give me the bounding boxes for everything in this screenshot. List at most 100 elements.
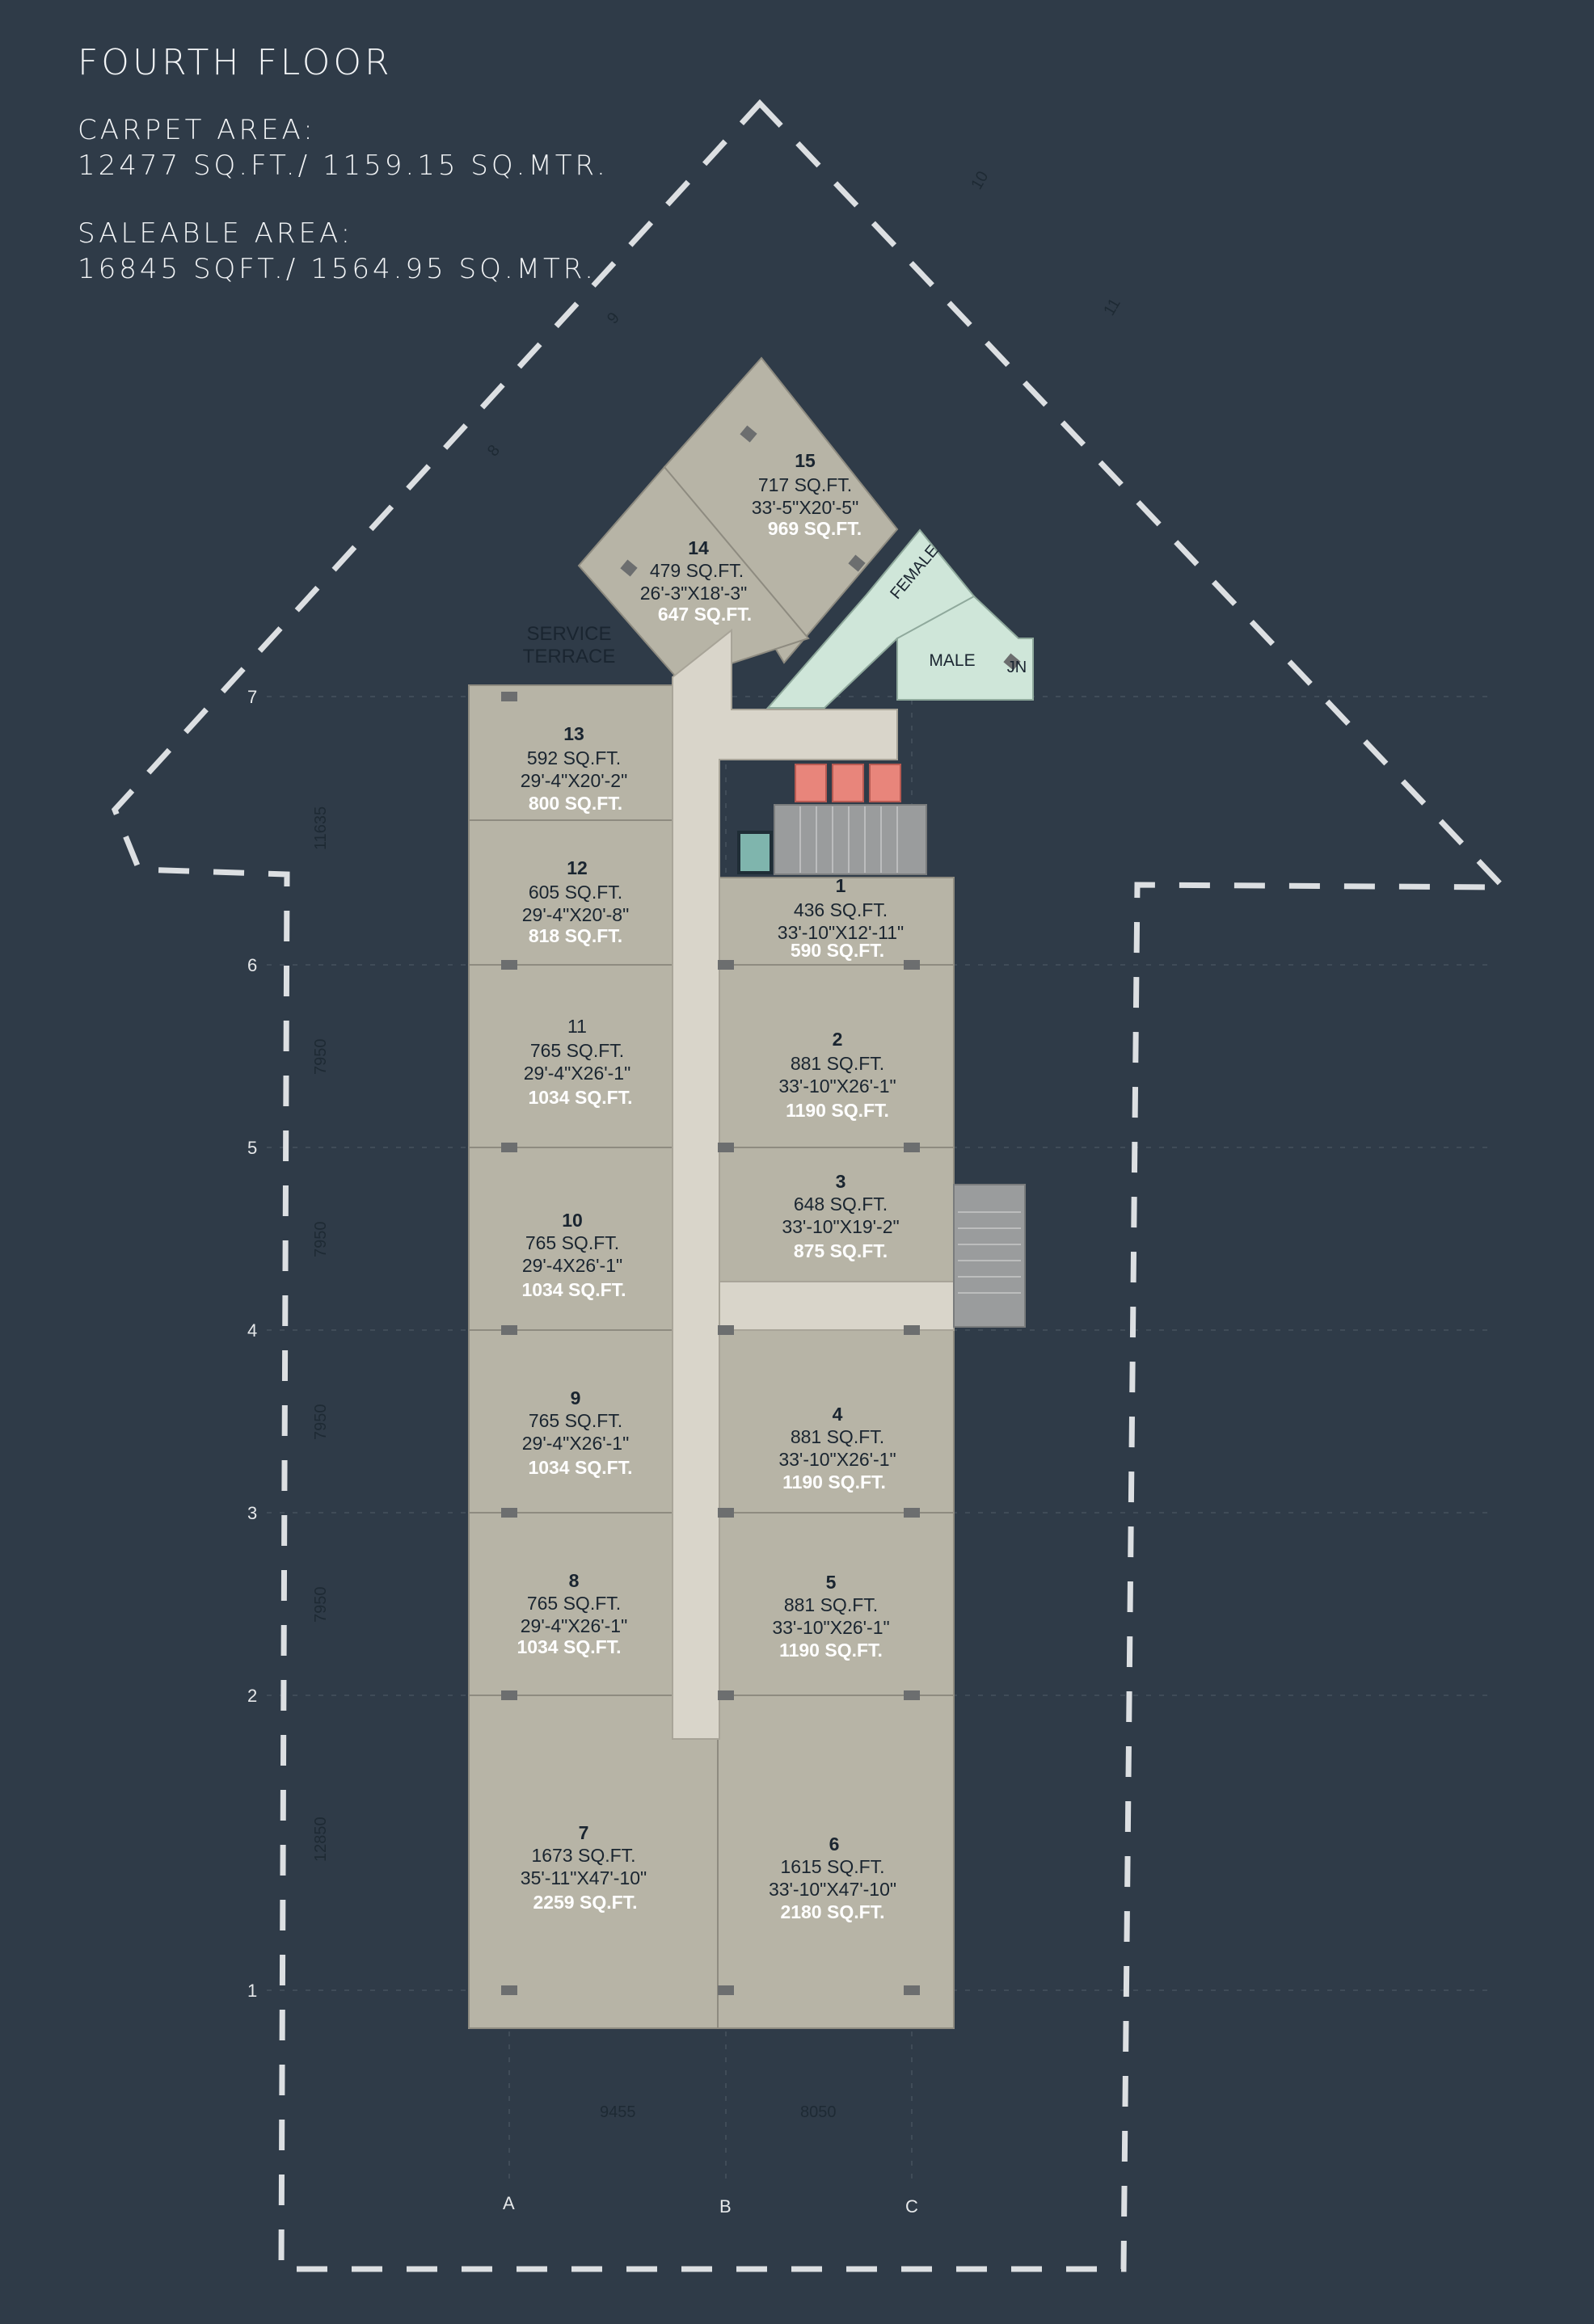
svg-text:29'-4"X26'-1": 29'-4"X26'-1" xyxy=(524,1063,631,1084)
unit-5-shape xyxy=(717,1512,955,1696)
misc-labels: SERVICE TERRACE MALE JN FEMALE xyxy=(523,541,1027,676)
svg-text:1615 SQ.FT.: 1615 SQ.FT. xyxy=(780,1856,884,1877)
grid-row-7: 7 xyxy=(247,687,257,707)
svg-text:33'-10"X19'-2": 33'-10"X19'-2" xyxy=(782,1216,899,1237)
col-dim-2: 8050 xyxy=(800,2103,837,2121)
grid-row-labels: 7 6 5 4 3 2 1 xyxy=(247,687,257,2001)
unit-11-shape xyxy=(468,964,673,1148)
svg-text:969 SQ.FT.: 969 SQ.FT. xyxy=(768,518,862,539)
svg-text:7: 7 xyxy=(579,1822,589,1843)
row-dim-5: 7950 xyxy=(312,1587,330,1623)
svg-text:26'-3"X18'-3": 26'-3"X18'-3" xyxy=(640,583,748,604)
diag-label-11: 11 xyxy=(1100,296,1124,319)
svg-text:15: 15 xyxy=(795,450,816,471)
grid-col-labels: A B C xyxy=(503,2193,918,2217)
svg-text:648 SQ.FT.: 648 SQ.FT. xyxy=(794,1194,888,1215)
unit-8-shape xyxy=(468,1512,673,1696)
svg-text:592 SQ.FT.: 592 SQ.FT. xyxy=(527,747,621,768)
svg-text:717 SQ.FT.: 717 SQ.FT. xyxy=(758,474,852,495)
row-dim-3: 7950 xyxy=(312,1222,330,1258)
unit-3-shape xyxy=(717,1147,955,1282)
grid-row-3: 3 xyxy=(247,1503,257,1523)
svg-text:1034 SQ.FT.: 1034 SQ.FT. xyxy=(528,1457,632,1478)
carpet-area-label: CARPET AREA: xyxy=(78,114,316,146)
unit-10-shape xyxy=(468,1147,673,1331)
grid-col-b: B xyxy=(719,2196,732,2217)
svg-text:12: 12 xyxy=(567,857,588,878)
unit-9-shape xyxy=(468,1329,673,1514)
saleable-area-label: SALEABLE AREA: xyxy=(78,217,354,250)
svg-text:800 SQ.FT.: 800 SQ.FT. xyxy=(529,793,622,814)
svg-text:8: 8 xyxy=(569,1570,580,1591)
svg-text:436 SQ.FT.: 436 SQ.FT. xyxy=(794,899,888,920)
grid-row-5: 5 xyxy=(247,1138,257,1158)
svg-text:875 SQ.FT.: 875 SQ.FT. xyxy=(794,1240,888,1261)
grid-row-1: 1 xyxy=(247,1981,257,2001)
svg-text:605 SQ.FT.: 605 SQ.FT. xyxy=(529,882,622,903)
svg-text:881 SQ.FT.: 881 SQ.FT. xyxy=(791,1053,884,1074)
svg-text:33'-10"X26'-1": 33'-10"X26'-1" xyxy=(772,1617,889,1638)
svg-text:647 SQ.FT.: 647 SQ.FT. xyxy=(658,604,752,625)
row-dim-2: 7950 xyxy=(312,1039,330,1076)
svg-text:1: 1 xyxy=(836,875,846,896)
diag-label-9: 9 xyxy=(604,309,623,328)
svg-text:1034 SQ.FT.: 1034 SQ.FT. xyxy=(517,1636,621,1657)
corridor xyxy=(672,628,955,1740)
jn-label: JN xyxy=(1007,659,1027,676)
svg-text:765 SQ.FT.: 765 SQ.FT. xyxy=(527,1593,621,1614)
grid-row-6: 6 xyxy=(247,955,257,975)
service-terrace-label-1: SERVICE xyxy=(527,623,612,645)
unit-12-shape xyxy=(468,819,673,966)
row-dim-4: 7950 xyxy=(312,1404,330,1441)
svg-text:29'-4"X20'-2": 29'-4"X20'-2" xyxy=(521,770,628,791)
saleable-area-value: 16845 SQFT./ 1564.95 SQ.MTR. xyxy=(78,253,597,285)
svg-text:1673 SQ.FT.: 1673 SQ.FT. xyxy=(531,1845,635,1866)
unit-7-shape xyxy=(468,1695,719,2029)
floor-header: FOURTH FLOOR CARPET AREA: 12477 SQ.FT./ … xyxy=(78,42,609,287)
male-label: MALE xyxy=(929,651,975,670)
svg-text:765 SQ.FT.: 765 SQ.FT. xyxy=(529,1410,622,1431)
svg-text:29'-4"X20'-8": 29'-4"X20'-8" xyxy=(522,904,630,925)
svg-text:29'-4X26'-1": 29'-4X26'-1" xyxy=(522,1255,622,1276)
svg-text:1034 SQ.FT.: 1034 SQ.FT. xyxy=(528,1087,632,1108)
service-terrace-label-2: TERRACE xyxy=(523,646,616,667)
svg-text:13: 13 xyxy=(563,723,584,744)
svg-text:1190 SQ.FT.: 1190 SQ.FT. xyxy=(782,1471,886,1492)
svg-text:765 SQ.FT.: 765 SQ.FT. xyxy=(530,1040,624,1061)
svg-text:2259 SQ.FT.: 2259 SQ.FT. xyxy=(533,1892,637,1913)
toilet-block xyxy=(765,528,1034,709)
grid-row-2: 2 xyxy=(247,1686,257,1706)
svg-text:33'-10"X26'-1": 33'-10"X26'-1" xyxy=(778,1449,896,1470)
svg-text:590 SQ.FT.: 590 SQ.FT. xyxy=(791,940,884,961)
svg-text:4: 4 xyxy=(833,1404,843,1425)
svg-text:2: 2 xyxy=(833,1029,843,1050)
grid-row-4: 4 xyxy=(247,1320,257,1341)
svg-text:33'-10"X47'-10": 33'-10"X47'-10" xyxy=(769,1879,896,1900)
svg-text:479 SQ.FT.: 479 SQ.FT. xyxy=(650,560,744,581)
svg-text:10: 10 xyxy=(562,1210,583,1231)
floor-title: FOURTH FLOOR xyxy=(78,42,393,83)
svg-text:6: 6 xyxy=(829,1834,840,1855)
grid-col-a: A xyxy=(503,2193,515,2213)
columns xyxy=(501,425,1021,1995)
svg-text:881 SQ.FT.: 881 SQ.FT. xyxy=(784,1594,878,1615)
svg-text:765 SQ.FT.: 765 SQ.FT. xyxy=(525,1232,619,1253)
grid-col-c: C xyxy=(905,2196,918,2217)
svg-text:1190 SQ.FT.: 1190 SQ.FT. xyxy=(786,1100,889,1121)
svg-text:29'-4"X26'-1": 29'-4"X26'-1" xyxy=(521,1615,628,1636)
row-dim-1: 11635 xyxy=(312,806,330,850)
unit-6-shape xyxy=(717,1695,955,2029)
lifts xyxy=(795,764,901,802)
